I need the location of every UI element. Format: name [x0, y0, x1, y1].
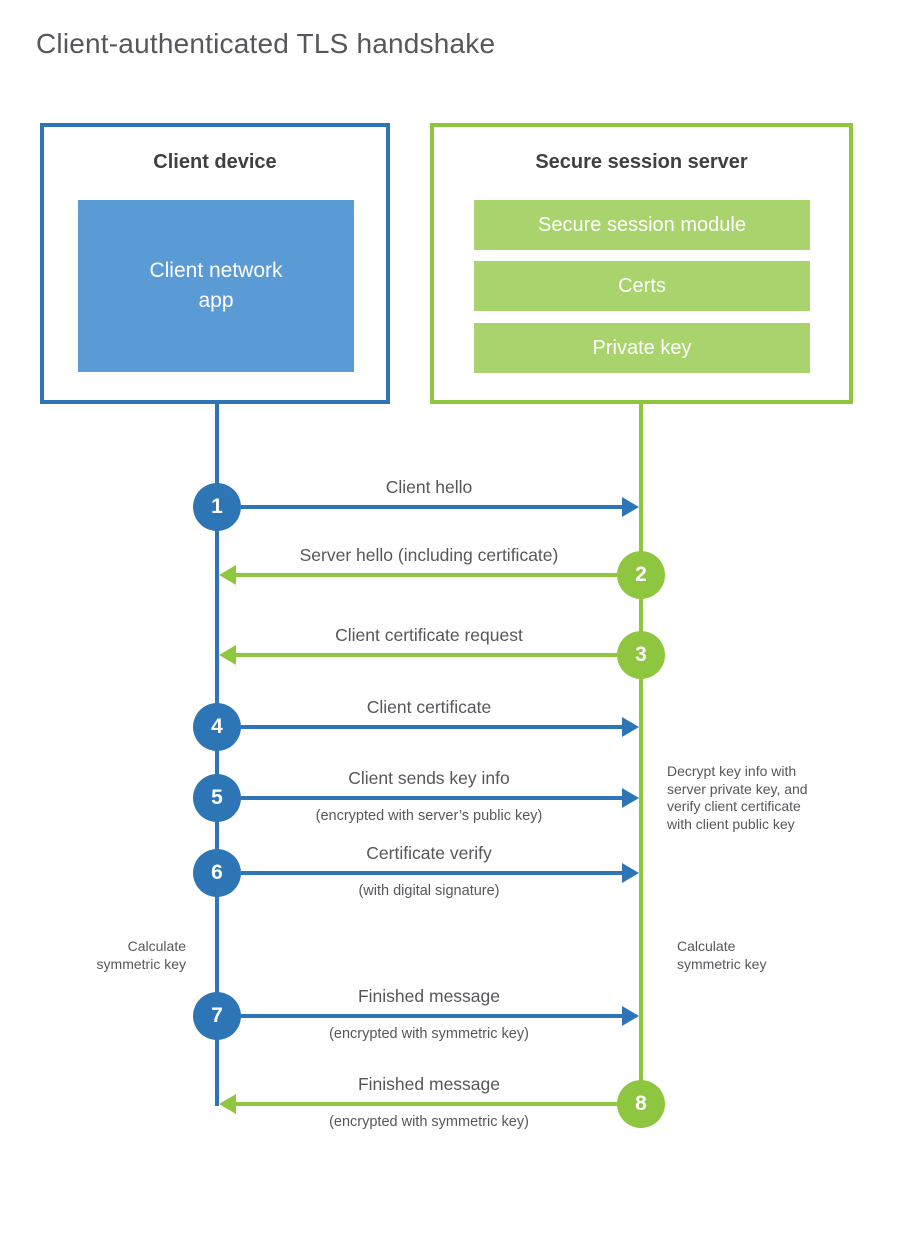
step-number-badge: 2: [617, 551, 665, 599]
message-arrow-line: [241, 505, 622, 509]
arrowhead-icon: [622, 1006, 639, 1026]
decrypt-note: Decrypt key info with server private key…: [667, 763, 808, 832]
calculate-symmetric-key-note-server: Calculate symmetric key: [677, 938, 767, 972]
arrowhead-icon: [219, 565, 236, 585]
message-arrow-line: [241, 1014, 622, 1018]
client-lifeline: [215, 404, 219, 1106]
message-label: Client hello: [385, 477, 473, 497]
message-sublabel: (encrypted with server’s public key): [315, 808, 543, 824]
page-title: Client-authenticated TLS handshake: [36, 28, 496, 59]
step-number-badge: 5: [193, 774, 241, 822]
server-module: Private key: [474, 323, 810, 373]
message-arrow-line: [241, 871, 622, 875]
message-label: Client certificate: [366, 697, 492, 717]
arrowhead-icon: [219, 1094, 236, 1114]
step-number-badge: 6: [193, 849, 241, 897]
message-arrow-line: [236, 653, 617, 657]
calculate-symmetric-key-note-client: Calculate symmetric key: [96, 938, 186, 972]
arrowhead-icon: [622, 717, 639, 737]
secure-session-server-title: Secure session server: [535, 151, 748, 173]
client-network-app-box: Client network app: [78, 200, 354, 372]
step-number-badge: 1: [193, 483, 241, 531]
message-sublabel: (encrypted with symmetric key): [329, 1114, 529, 1130]
message-arrow-line: [241, 725, 622, 729]
message-label: Client certificate request: [335, 625, 523, 645]
message-label: Certificate verify: [366, 843, 492, 863]
message-sublabel: (encrypted with symmetric key): [329, 1026, 529, 1042]
arrowhead-icon: [622, 863, 639, 883]
arrowhead-icon: [622, 788, 639, 808]
message-label: Server hello (including certificate): [299, 545, 559, 565]
client-device-box: Client device Client network app: [40, 123, 390, 404]
message-arrow-line: [236, 573, 617, 577]
message-label: Client sends key info: [348, 768, 510, 788]
arrowhead-icon: [622, 497, 639, 517]
message-label: Finished message: [357, 986, 501, 1006]
step-number-badge: 3: [617, 631, 665, 679]
message-label: Finished message: [357, 1074, 501, 1094]
server-module: Secure session module: [474, 200, 810, 250]
message-sublabel: (with digital signature): [358, 883, 500, 899]
message-arrow-line: [241, 796, 622, 800]
step-number-badge: 7: [193, 992, 241, 1040]
server-module: Certs: [474, 261, 810, 311]
step-number-badge: 4: [193, 703, 241, 751]
secure-session-server-box: Secure session server Secure session mod…: [430, 123, 853, 404]
arrowhead-icon: [219, 645, 236, 665]
message-arrow-line: [236, 1102, 617, 1106]
step-number-badge: 8: [617, 1080, 665, 1128]
client-device-title: Client device: [153, 151, 277, 173]
server-lifeline: [639, 404, 643, 1128]
